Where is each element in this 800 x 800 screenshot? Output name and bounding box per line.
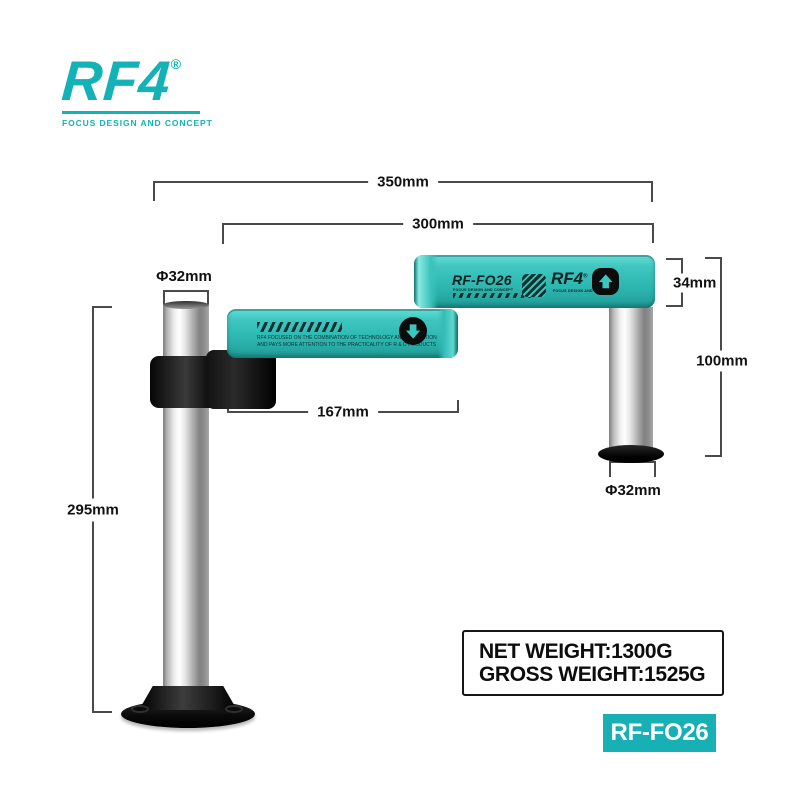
dimension-lower-arm-length: 167mm bbox=[227, 400, 459, 421]
gross-weight-text: GROSS WEIGHT:1525G bbox=[479, 663, 706, 686]
brand-tagline: FOCUS DESIGN AND CONCEPT bbox=[62, 118, 213, 129]
weight-info-box: NET WEIGHT:1300G GROSS WEIGHT:1525G bbox=[462, 630, 724, 696]
model-badge: RF-FO26 bbox=[603, 714, 716, 752]
main-pole-top-rim bbox=[163, 301, 209, 309]
registered-trademark-icon: ® bbox=[170, 56, 182, 72]
upper-arm-brand-tagline: FOCUS DESIGN AND CONCEPT bbox=[553, 289, 614, 293]
down-arrow-icon bbox=[405, 324, 421, 339]
dimension-bottom-pole-diameter-label: Φ32mm bbox=[605, 482, 661, 499]
dimension-arm-thickness: 34mm bbox=[666, 258, 720, 307]
upper-arm-model-text: RF-FO26 bbox=[452, 272, 512, 288]
dimension-pole-height-label: 295mm bbox=[64, 498, 122, 521]
right-pole bbox=[609, 307, 653, 448]
lower-arm-hazard-stripes bbox=[257, 322, 342, 332]
dimension-lower-arm-length-label: 167mm bbox=[308, 403, 378, 421]
dimension-total-width: 350mm bbox=[153, 173, 653, 202]
base-cone bbox=[139, 686, 237, 710]
upper-arm-hazard-stripes bbox=[453, 293, 531, 298]
up-arrow-badge bbox=[592, 268, 619, 295]
lower-arm-caption-line1: RF4 FOCUSED ON THE COMBINATION OF TECHNO… bbox=[257, 335, 437, 341]
dimension-drop-height: 100mm bbox=[693, 257, 751, 457]
arm-joint-block bbox=[206, 350, 276, 409]
brand-logo-text: RF4 bbox=[59, 49, 174, 112]
dimension-arm-span: 300mm bbox=[222, 215, 654, 244]
lower-arm-caption: RF4 FOCUSED ON THE COMBINATION OF TECHNO… bbox=[257, 335, 437, 349]
net-weight-text: NET WEIGHT:1300G bbox=[479, 639, 673, 663]
dimension-arm-span-label: 300mm bbox=[403, 215, 473, 233]
lower-arm: RF4 FOCUSED ON THE COMBINATION OF TECHNO… bbox=[227, 309, 458, 358]
model-badge-label: RF-FO26 bbox=[610, 719, 709, 746]
up-arrow-icon bbox=[598, 274, 613, 288]
upper-arm-brand-text: RF4 bbox=[551, 269, 584, 288]
brand-logo-row: RF4 ® bbox=[59, 49, 212, 112]
lower-arm-caption-line2: AND PAYS MORE ATTENTION TO THE PRACTICAL… bbox=[257, 341, 437, 348]
upper-arm-brand-logo: RF4® bbox=[551, 269, 588, 289]
hatch-pattern-patch bbox=[522, 274, 546, 297]
lower-arm-end-cap bbox=[438, 309, 458, 358]
base-screw-hole-right bbox=[225, 705, 243, 713]
upper-arm-model-tagline: FOCUS DESIGN AND CONCEPT bbox=[453, 288, 514, 292]
base-screw-hole-left bbox=[131, 705, 149, 713]
right-pole-end-cap bbox=[598, 445, 664, 463]
dimension-total-width-label: 350mm bbox=[368, 173, 438, 191]
dimension-top-pole-diameter-label: Φ32mm bbox=[156, 268, 212, 285]
dimension-top-pole-diameter-bracket bbox=[163, 290, 209, 305]
dimension-pole-height: 295mm bbox=[64, 306, 122, 713]
upper-arm-end-cap bbox=[414, 255, 438, 308]
upper-arm: RF-FO26 FOCUS DESIGN AND CONCEPT RF4® FO… bbox=[414, 255, 655, 308]
down-arrow-badge bbox=[399, 317, 427, 345]
dimension-arm-thickness-label: 34mm bbox=[670, 273, 720, 292]
dimension-bottom-pole-diameter-bracket bbox=[609, 461, 656, 477]
dimension-drop-height-label: 100mm bbox=[693, 350, 751, 372]
upper-arm-registered-icon: ® bbox=[583, 273, 588, 280]
brand-logo-underline bbox=[62, 111, 200, 115]
brand-logo: RF4 ® FOCUS DESIGN AND CONCEPT bbox=[59, 49, 213, 129]
